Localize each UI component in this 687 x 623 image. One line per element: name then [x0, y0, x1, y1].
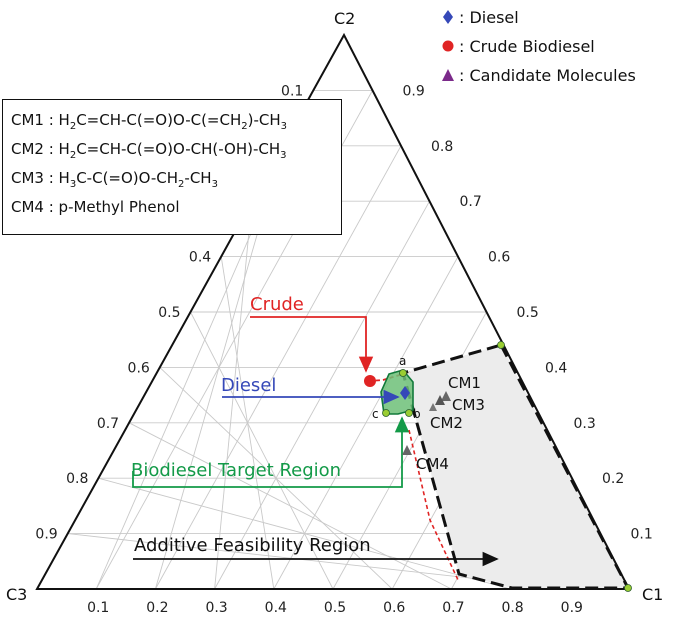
formula-row-cm2: CM2 : H2C=CH-C(=O)O-CH(-OH)-CH3 — [11, 140, 287, 161]
formula-row-cm4: CM4 : p-Methyl Phenol — [11, 198, 180, 216]
candidate-label-cm1: CM1 — [448, 374, 481, 392]
molecule-formula-box: CM1 : H2C=CH-C(=O)O-C(=CH2)-CH3 CM2 : H2… — [2, 99, 342, 235]
formula-row-cm1: CM1 : H2C=CH-C(=O)O-C(=CH2)-CH3 — [11, 111, 288, 132]
feasible-region-label: Additive Feasibility Region — [134, 535, 371, 556]
vertex-marker — [405, 409, 413, 417]
candidate-cm1-marker — [441, 391, 451, 401]
candidate-label-cm4: CM4 — [416, 455, 449, 473]
tick-label-right: 0.9 — [403, 83, 425, 99]
ternary-triangle-outline — [35, 32, 631, 590]
tick-label-left: 0.7 — [97, 416, 119, 432]
corner-label-c2: C2 — [334, 9, 355, 28]
tick-label-right: 0.7 — [460, 194, 482, 210]
tick-label-bottom: 0.3 — [205, 600, 227, 616]
point-label-b: b — [413, 407, 421, 421]
tick-label-right: 0.8 — [431, 139, 453, 155]
candidate-cm4-marker — [402, 445, 412, 455]
tick-label-bottom: 0.6 — [383, 600, 405, 616]
tick-label-bottom: 0.8 — [501, 600, 523, 616]
legend-diesel-label: : Diesel — [459, 8, 519, 27]
vertex-marker — [497, 341, 505, 349]
legend-crude-label: : Crude Biodiesel — [459, 37, 595, 56]
candidate-cm3-marker — [435, 395, 445, 405]
point-label-c: c — [372, 407, 379, 421]
tick-label-left: 0.4 — [189, 250, 211, 266]
legend-candidate-marker — [442, 69, 454, 81]
tick-label-right: 0.2 — [602, 471, 624, 487]
tick-label-bottom: 0.1 — [87, 600, 109, 616]
legend: : Diesel : Crude Biodiesel : Candidate M… — [442, 8, 636, 85]
target-arrow — [132, 416, 410, 488]
crude-dashed-boundary-lower — [408, 429, 460, 583]
tick-label-bottom: 0.4 — [265, 600, 287, 616]
target-region-label: Biodiesel Target Region — [131, 460, 341, 481]
candidate-cm2-marker — [429, 403, 437, 411]
tick-label-bottom: 0.7 — [442, 600, 464, 616]
candidate-label-cm2: CM2 — [430, 414, 463, 432]
formula-row-cm3: CM3 : H3C-C(=O)O-CH2-CH3 — [11, 169, 218, 190]
diesel-point — [400, 386, 410, 400]
diesel-label: Diesel — [221, 375, 276, 396]
grid-line — [214, 200, 430, 590]
tick-label-right: 0.4 — [545, 360, 567, 376]
tick-label-left: 0.5 — [158, 305, 180, 321]
grid-line — [98, 477, 511, 590]
vertex-marker — [399, 369, 407, 377]
legend-diesel-marker — [443, 10, 453, 24]
point-label-a: a — [399, 354, 406, 368]
tick-label-left: 0.1 — [281, 83, 303, 99]
tick-label-bottom: 0.2 — [146, 600, 168, 616]
tick-label-right: 0.1 — [631, 527, 653, 543]
tick-label-left: 0.8 — [66, 471, 88, 487]
tick-label-left: 0.9 — [35, 527, 57, 543]
tick-label-right: 0.3 — [574, 416, 596, 432]
grid-line — [159, 367, 393, 590]
crude-label: Crude — [250, 294, 304, 315]
grid-line — [128, 422, 452, 590]
tick-label-right: 0.6 — [488, 250, 510, 266]
legend-crude-marker — [442, 40, 454, 52]
crude-dashed-boundary — [368, 371, 411, 382]
corner-label-c3: C3 — [6, 585, 27, 604]
crude-arrow — [250, 316, 374, 373]
tick-label-bottom: 0.9 — [561, 600, 583, 616]
legend-candidate-label: : Candidate Molecules — [459, 66, 636, 85]
tick-label-left: 0.6 — [128, 360, 150, 376]
vertex-marker — [382, 409, 390, 417]
grid-line — [190, 311, 334, 590]
vertex-marker — [624, 584, 632, 592]
crude-biodiesel-point — [364, 375, 376, 387]
corner-label-c1: C1 — [642, 585, 663, 604]
tick-label-bottom: 0.5 — [324, 600, 346, 616]
tick-label-right: 0.5 — [517, 305, 539, 321]
candidate-label-cm3: CM3 — [452, 396, 485, 414]
